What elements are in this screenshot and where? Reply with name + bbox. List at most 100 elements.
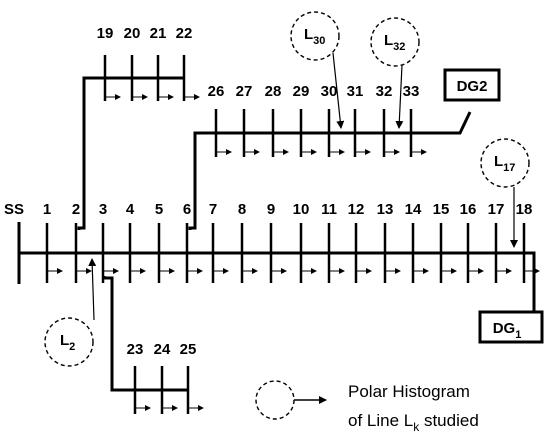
load-arrow-head-32 xyxy=(394,149,400,155)
load-arrow-head-24 xyxy=(172,405,178,411)
lateral-19-22-bus-ticks xyxy=(103,55,186,101)
load-arrow-head-16 xyxy=(478,268,484,274)
bus-label-5: 5 xyxy=(155,201,163,218)
polar-histogram-circle-L17 xyxy=(480,138,530,188)
bus-label-33: 33 xyxy=(403,83,420,100)
studied-line-L30: L30 xyxy=(290,11,345,129)
L32-pointer-arrow xyxy=(395,64,404,129)
polar-histogram-circle-L32 xyxy=(370,17,420,67)
load-arrow-head-1 xyxy=(57,268,63,274)
bus-label-27: 27 xyxy=(236,83,253,100)
load-arrow-head-6 xyxy=(197,268,203,274)
bus-label-25: 25 xyxy=(180,341,197,358)
bus-label-22: 22 xyxy=(176,25,193,42)
load-arrow-head-26 xyxy=(226,149,232,155)
load-arrow-head-31 xyxy=(365,149,371,155)
lateral-19-22-bus-labels: 19 20 21 22 xyxy=(97,25,193,42)
polar-histogram-circle-L2 xyxy=(44,317,94,367)
bus-label-9: 9 xyxy=(267,201,275,218)
polar-histogram-circle-L30 xyxy=(290,11,340,61)
lateral-23-25-load-arrows xyxy=(135,405,204,411)
bus-label-18: 18 xyxy=(516,201,533,218)
L30-label: L30 xyxy=(304,26,325,47)
bus-label-11: 11 xyxy=(321,201,337,218)
L32-label: L32 xyxy=(384,32,405,53)
lateral-19-22-line xyxy=(77,76,184,230)
dg1-label: DG1 xyxy=(493,320,522,341)
load-arrow-head-4 xyxy=(140,268,146,274)
bus-label-19: 19 xyxy=(97,25,114,42)
lateral-26-33-load-arrows xyxy=(216,149,427,155)
bus-label-3: 3 xyxy=(99,201,107,218)
bus-label-14: 14 xyxy=(405,201,422,218)
lateral-23-25-bus-ticks xyxy=(133,366,190,414)
bus-label-15: 15 xyxy=(433,201,450,218)
dg2-box xyxy=(443,68,501,102)
lateral-26-33-line xyxy=(188,111,472,230)
load-arrow-head-2 xyxy=(86,268,92,274)
bus-label-26: 26 xyxy=(208,83,225,100)
main-feeder-bus-ticks xyxy=(45,223,526,283)
load-arrow-head-21 xyxy=(168,94,174,100)
load-arrow-head-7 xyxy=(223,268,229,274)
dg2-label: DG2 xyxy=(457,78,488,95)
L17-label: L17 xyxy=(494,153,515,174)
legend-line-2: of Line Lk studied xyxy=(348,411,479,434)
L30-pointer-arrow xyxy=(332,52,345,129)
bus-label-24: 24 xyxy=(154,341,171,358)
bus-label-20: 20 xyxy=(124,25,141,42)
load-arrow-head-20 xyxy=(142,94,148,100)
bus-label-12: 12 xyxy=(348,201,365,218)
bus-label-17: 17 xyxy=(488,201,505,218)
bus-label-28: 28 xyxy=(265,83,282,100)
load-arrow-head-14 xyxy=(423,268,429,274)
bus-label-2: 2 xyxy=(72,201,80,218)
load-arrow-head-12 xyxy=(366,268,372,274)
lateral-23-25-line xyxy=(102,276,188,392)
bus-label-1: 1 xyxy=(43,201,51,218)
main-feeder-load-arrows xyxy=(47,268,540,274)
load-arrow-head-15 xyxy=(451,268,457,274)
load-arrow-head-8 xyxy=(252,268,258,274)
load-arrow-head-27 xyxy=(254,149,260,155)
bus-label-21: 21 xyxy=(150,25,167,42)
bus-label-10: 10 xyxy=(293,201,310,218)
bus-label-6: 6 xyxy=(183,201,191,218)
bus-label-13: 13 xyxy=(377,201,394,218)
load-arrow-head-10 xyxy=(311,268,317,274)
studied-line-L17: L17 xyxy=(480,138,530,248)
bus-label-29: 29 xyxy=(293,83,310,100)
lateral-26-33-bus-labels: 26 27 28 29 30 31 32 33 xyxy=(208,83,420,100)
studied-line-L2: L2 xyxy=(44,258,97,367)
bus-label-7: 7 xyxy=(209,201,217,218)
load-arrow-head-13 xyxy=(395,268,401,274)
legend-line-1: Polar Histogram xyxy=(348,382,470,401)
bus-label-8: 8 xyxy=(238,201,246,218)
load-arrow-head-9 xyxy=(281,268,287,274)
bus-label-32: 32 xyxy=(376,83,393,100)
legend-circle xyxy=(255,380,295,420)
load-arrow-head-11 xyxy=(339,268,345,274)
L2-label: L2 xyxy=(60,332,75,353)
studied-line-L32: L32 xyxy=(370,17,420,129)
load-arrow-head-28 xyxy=(283,149,289,155)
load-arrow-head-25 xyxy=(198,405,204,411)
load-arrow-head-22 xyxy=(194,94,200,100)
bus-label-4: 4 xyxy=(126,201,135,218)
bus-label-30: 30 xyxy=(321,83,338,100)
load-arrow-head-23 xyxy=(145,405,151,411)
bus-label-23: 23 xyxy=(127,341,144,358)
L2-pointer-arrow xyxy=(88,258,97,321)
load-arrow-head-19 xyxy=(115,94,121,100)
dg1-connection-line xyxy=(524,251,536,312)
load-arrow-head-30 xyxy=(339,149,345,155)
bus-label-16: 16 xyxy=(460,201,477,218)
load-arrow-head-33 xyxy=(421,149,427,155)
load-arrow-head-3 xyxy=(113,268,119,274)
bus-label-31: 31 xyxy=(347,83,364,100)
load-arrow-head-5 xyxy=(169,268,175,274)
lateral-23-25-bus-labels: 23 24 25 xyxy=(127,341,197,358)
lateral-19-22-load-arrows xyxy=(105,94,200,100)
